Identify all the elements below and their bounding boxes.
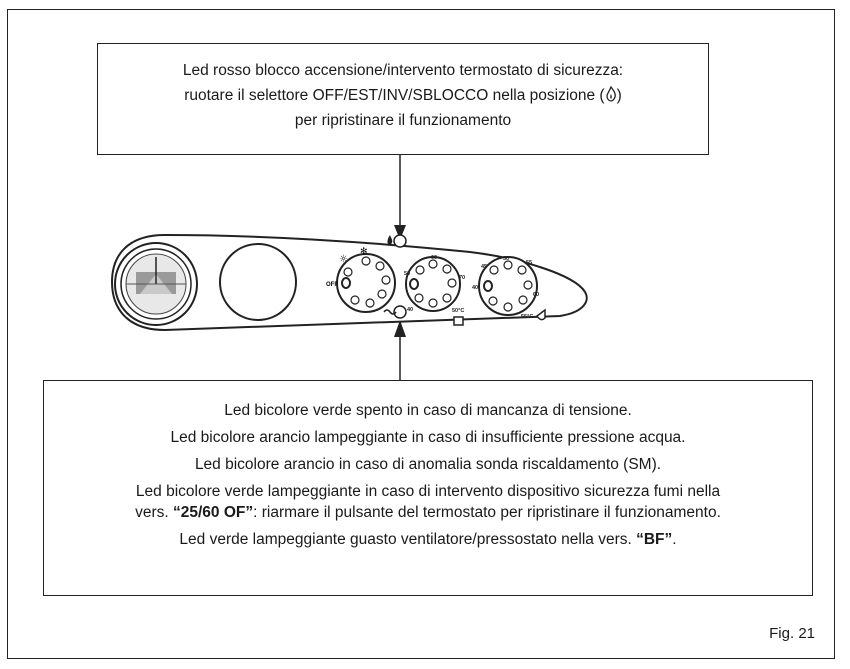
dial2-unit: 50°C [452, 308, 464, 314]
dial2-label: 70 [459, 275, 465, 281]
sun-icon: ☼ [339, 254, 348, 265]
pressure-gauge [114, 242, 198, 326]
radiator-icon [453, 316, 464, 326]
label-off: OFF [326, 282, 338, 288]
tap-icon [535, 308, 546, 321]
heating-temperature-knob[interactable] [405, 256, 461, 312]
arrow-down [394, 225, 406, 240]
figure-frame [7, 9, 835, 659]
display-window [219, 243, 297, 321]
dial3-label: 50 [503, 256, 509, 262]
bottom-line-6: Led verde lampeggiante guasto ventilator… [179, 531, 677, 548]
selector-knob[interactable] [336, 253, 396, 313]
dial2-label: 50 [404, 271, 410, 277]
dhw-temperature-knob[interactable] [478, 256, 538, 316]
figure-label: Fig. 21 [769, 625, 815, 642]
top-description-box: Led rosso blocco accensione/intervento t… [97, 43, 709, 155]
top-line-1: Led rosso blocco accensione/intervento t… [182, 62, 624, 79]
arrow-up [394, 320, 406, 337]
bottom-line-5: vers. “25/60 OF”: riarmare il pulsante d… [135, 504, 721, 521]
flame-icon [605, 86, 616, 102]
led-red [393, 234, 407, 248]
top-line-2: ruotare il selettore OFF/EST/INV/SBLOCCO… [184, 86, 622, 104]
bottom-line-1: Led bicolore verde spento in caso di man… [224, 402, 632, 419]
bottom-line-4: Led bicolore verde lampeggiante in caso … [135, 483, 721, 500]
bottom-description-box: Led bicolore verde spento in caso di man… [43, 380, 813, 596]
plug-icon [383, 309, 397, 315]
dial2-label: 60 [431, 255, 437, 261]
led-bicolor [393, 305, 407, 319]
dial3-label: 45 [481, 264, 487, 270]
flame-icon [387, 235, 393, 246]
bottom-line-3: Led bicolore arancio in caso di anomalia… [194, 456, 662, 473]
bottom-line-2: Led bicolore arancio lampeggiante in cas… [170, 429, 686, 446]
dial3-unit: 55°C [521, 314, 533, 320]
dial3-label: 60 [533, 292, 539, 298]
dial2-label: 40 [407, 307, 413, 313]
top-line-3: per ripristinare il funzionamento [294, 112, 512, 129]
snowflake-icon: ✻ [360, 247, 368, 257]
dial3-label: 40 [472, 285, 478, 291]
dial3-label: 55 [526, 260, 532, 266]
